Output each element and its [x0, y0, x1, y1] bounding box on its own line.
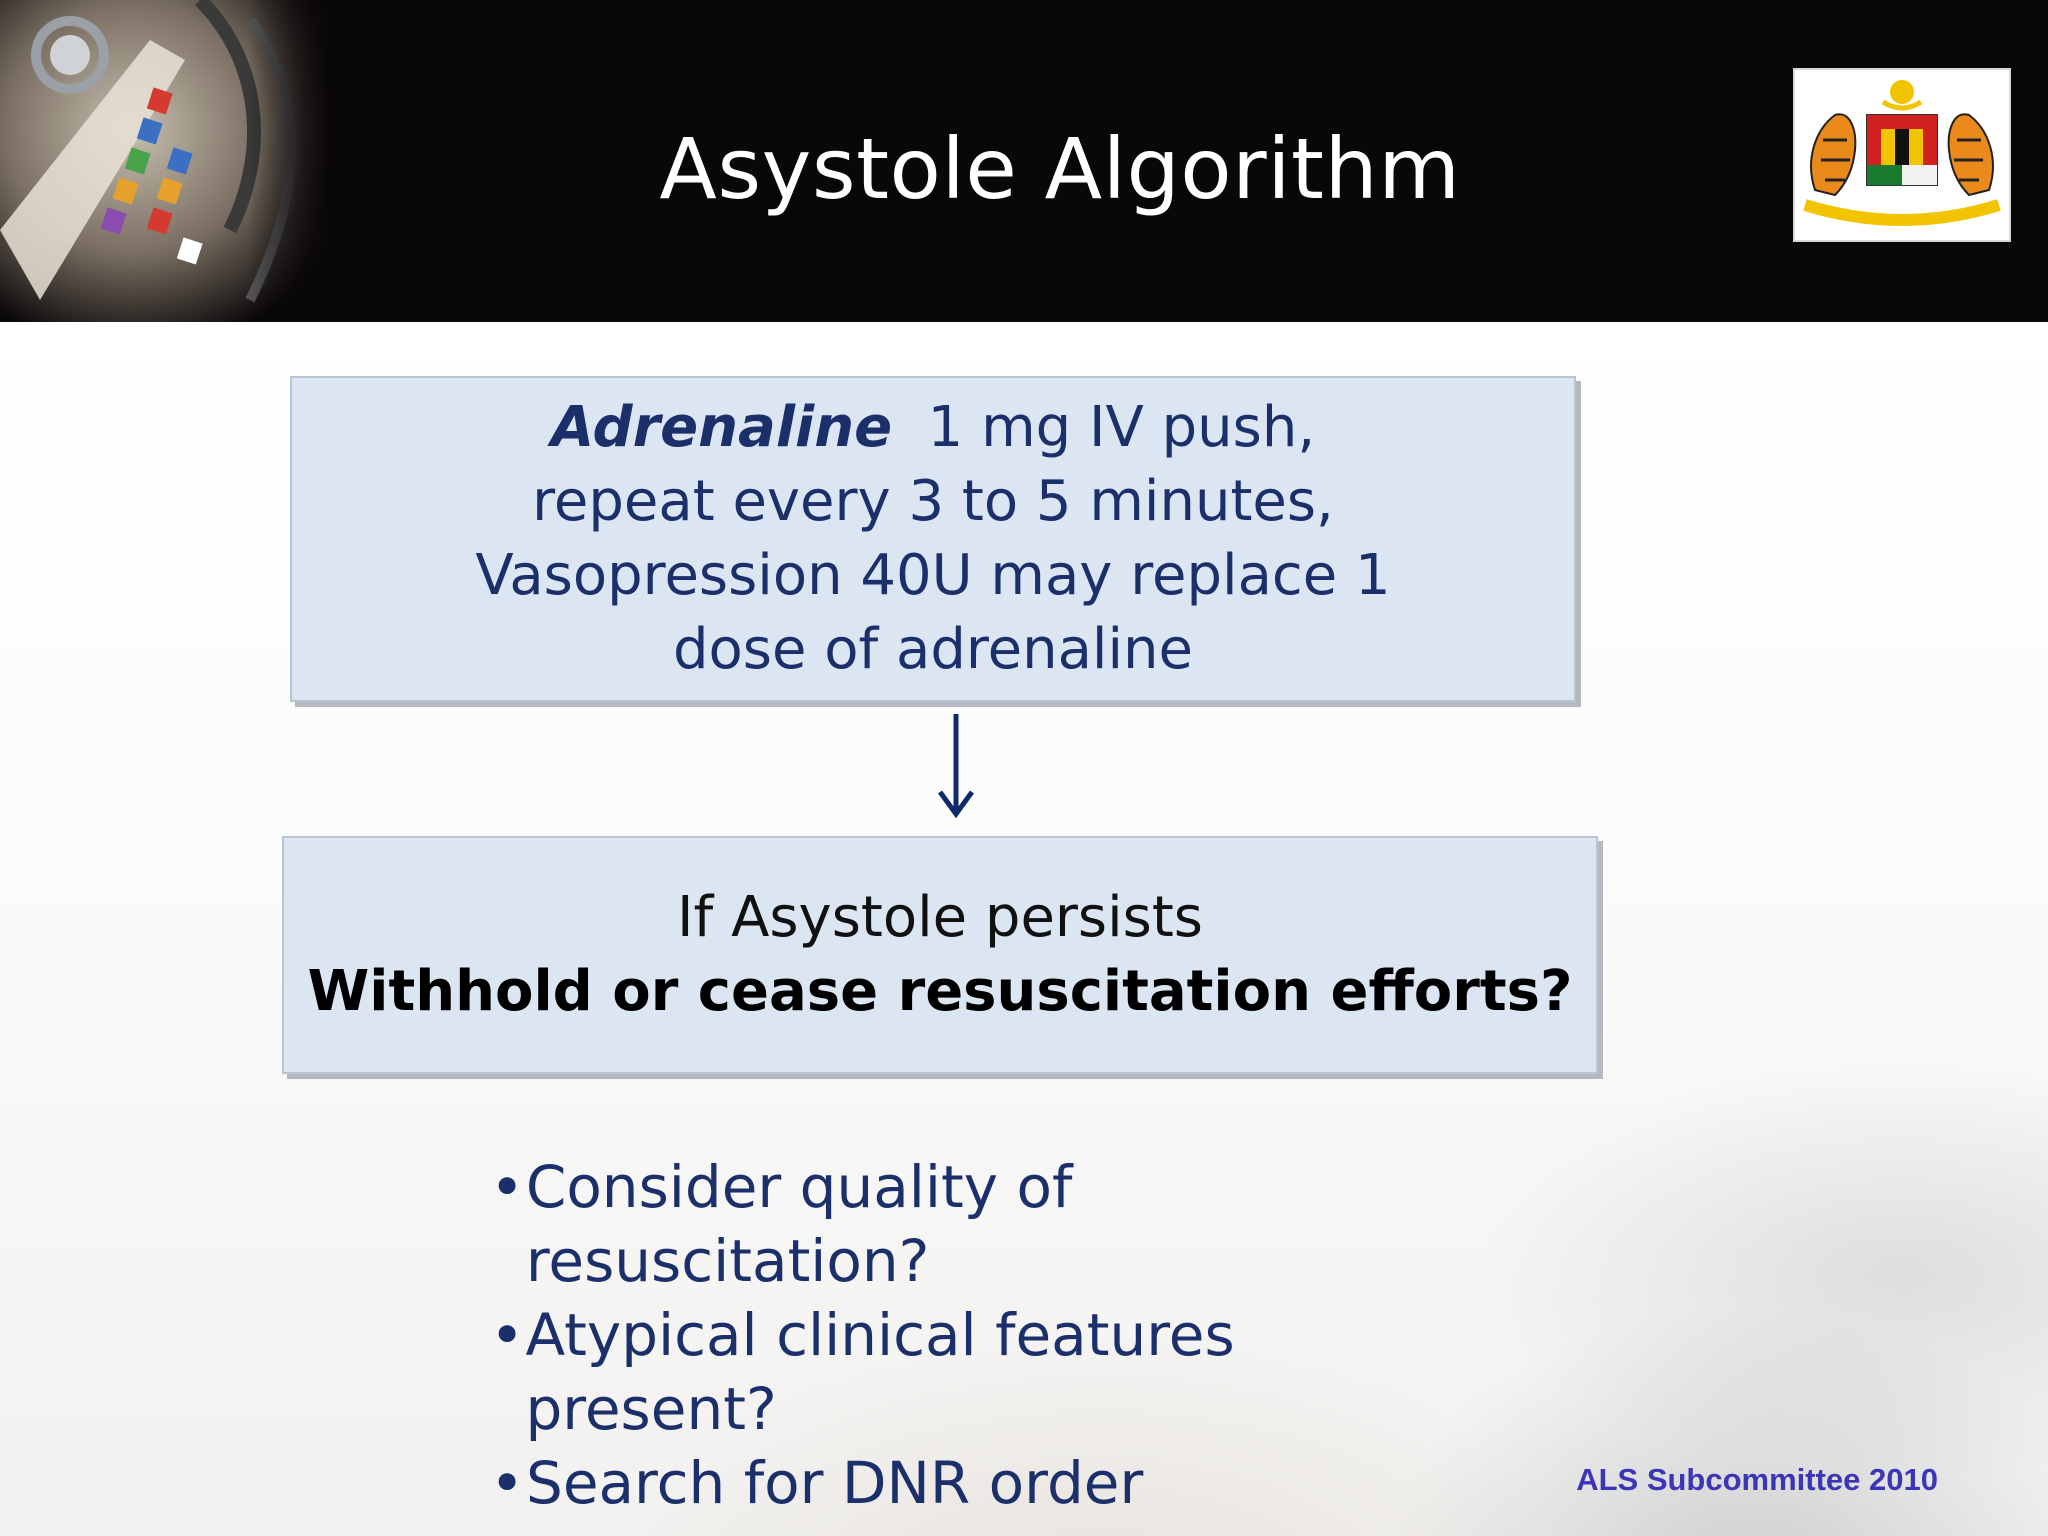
list-item-text: Atypical clinical features present?: [525, 1301, 1235, 1443]
footer-credit: ALS Subcommittee 2010: [1576, 1462, 1938, 1497]
bullet-icon: •: [490, 1153, 525, 1221]
dosing-line-1: Adrenaline 1 mg IV push,: [551, 391, 1315, 465]
list-item: • Search for DNR order: [490, 1446, 1490, 1520]
considerations-list: • Consider quality of resuscitation? • A…: [490, 1150, 1490, 1520]
dosing-line-4: dose of adrenaline: [673, 617, 1193, 682]
arrow-down-icon: [937, 714, 975, 818]
dosing-line-2: repeat every 3 to 5 minutes,: [532, 469, 1334, 534]
slide-title: Asystole Algorithm: [659, 120, 1461, 218]
adrenaline-dosing-box: Adrenaline 1 mg IV push, repeat every 3 …: [290, 376, 1576, 702]
list-item: • Atypical clinical features present?: [490, 1298, 1490, 1446]
list-item-text: Consider quality of resuscitation?: [525, 1153, 1073, 1295]
decision-condition: If Asystole persists: [677, 885, 1203, 950]
dose-text: 1 mg IV push,: [927, 395, 1316, 460]
header-bar: Asystole Algorithm: [0, 0, 2048, 322]
drug-name: Adrenaline: [550, 395, 893, 460]
dosing-line-3: Vasopression 40U may replace 1: [475, 543, 1391, 608]
list-item-text: Search for DNR order: [526, 1449, 1144, 1517]
bullet-icon: •: [490, 1449, 525, 1517]
stethoscope-photo: [0, 0, 330, 322]
malaysia-coat-of-arms: [1793, 68, 2011, 242]
list-item: • Consider quality of resuscitation?: [490, 1150, 1490, 1298]
persistence-decision-box: If Asystole persists Withhold or cease r…: [282, 836, 1598, 1074]
decision-question: Withhold or cease resuscitation efforts?: [307, 959, 1573, 1024]
bullet-icon: •: [490, 1301, 525, 1369]
